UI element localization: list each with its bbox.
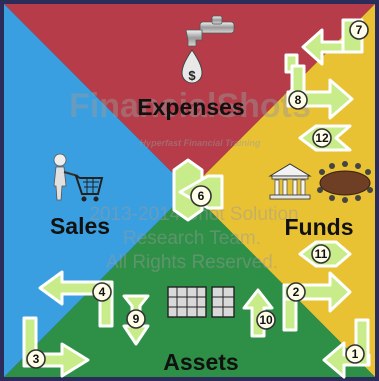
assets-label: Assets — [163, 349, 238, 375]
step-badge-4: 4 — [92, 282, 112, 302]
watermark-line-3: All Rights Reserved. — [106, 252, 278, 273]
sales-label: Sales — [50, 213, 110, 239]
svg-text:11: 11 — [315, 247, 328, 261]
svg-text:6: 6 — [198, 189, 205, 203]
step-badge-12: 12 — [312, 128, 332, 148]
building-icon — [167, 286, 235, 318]
svg-text:12: 12 — [315, 131, 329, 145]
svg-text:7: 7 — [356, 23, 363, 37]
bank-icon — [268, 163, 312, 200]
watermark-line-2: Research Team. — [123, 228, 261, 249]
svg-text:2: 2 — [293, 285, 300, 299]
svg-text:3: 3 — [33, 352, 40, 366]
step-badge-7: 7 — [349, 20, 369, 40]
svg-text:9: 9 — [133, 312, 140, 326]
faucet-icon — [185, 15, 235, 47]
arrow-step-8-down — [290, 64, 306, 94]
step-badge-6: 6 — [190, 185, 212, 207]
step-badge-10: 10 — [256, 310, 276, 330]
step-badge-9: 9 — [126, 309, 146, 329]
arrow-step-7-left — [301, 28, 345, 66]
flow-arrows — [22, 18, 371, 379]
arrow-step-10 — [242, 288, 274, 338]
svg-text:$: $ — [188, 68, 196, 83]
arrow-step-2-stem — [282, 297, 298, 332]
svg-text:10: 10 — [259, 313, 273, 327]
meeting-table-icon — [317, 161, 373, 203]
step-badge-11: 11 — [311, 244, 331, 264]
expenses-label: Expenses — [137, 94, 244, 120]
step-badges: 7 8 12 6 11 2 4 9 10 3 1 — [26, 20, 369, 369]
watermark: FinancialShots Hyperfast Financial Train… — [69, 87, 311, 273]
arrow-step-4 — [38, 270, 114, 328]
svg-text:8: 8 — [295, 93, 302, 107]
dollar-drop-icon: $ — [181, 49, 203, 84]
watermark-subtitle: Hyperfast Financial Training — [140, 138, 261, 148]
svg-text:1: 1 — [352, 347, 359, 361]
funds-label: Funds — [285, 214, 354, 240]
watermark-title: FinancialShots — [69, 87, 311, 125]
step-badge-2: 2 — [286, 282, 306, 302]
step-badge-3: 3 — [26, 349, 46, 369]
step-badge-1: 1 — [345, 344, 365, 364]
svg-text:4: 4 — [99, 285, 106, 299]
assets-quadrant — [4, 190, 375, 377]
shopping-cart-person-icon — [53, 153, 104, 202]
expenses-quadrant — [4, 4, 375, 190]
step-badge-8: 8 — [288, 90, 308, 110]
